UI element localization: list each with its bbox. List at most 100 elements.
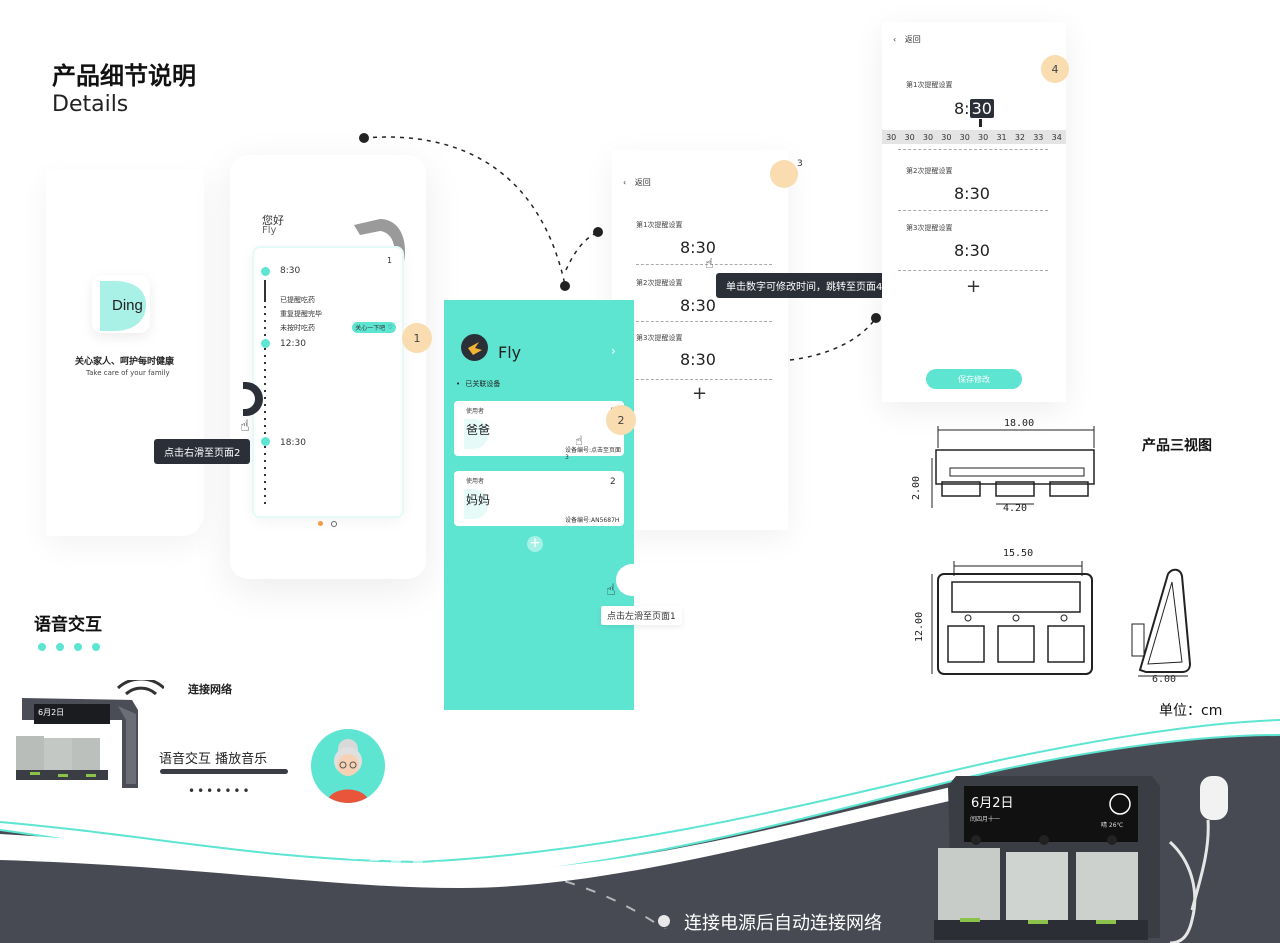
- logo-text: Ding: [112, 297, 143, 314]
- screen2-section-text: 已关联设备: [465, 380, 501, 388]
- dim-top-width: 18.00: [1004, 418, 1035, 429]
- bullet-icon: •: [456, 380, 461, 388]
- screen1-card-index: 1: [387, 256, 393, 265]
- time-1: 8:30: [280, 266, 301, 276]
- speech-label: 语音交互 播放音乐: [159, 752, 268, 767]
- swipe-handle-inner: [243, 389, 255, 409]
- step-badge-3-circle: [770, 160, 798, 188]
- dot: [74, 643, 82, 651]
- hand-pointer-icon: ☝: [606, 580, 616, 599]
- save-button[interactable]: 保存修改: [926, 369, 1022, 389]
- voice-title: 语音交互: [34, 615, 102, 635]
- swipe-left-handle[interactable]: [616, 564, 634, 596]
- screen4-slot2-time[interactable]: 8:30: [954, 184, 990, 203]
- divider: [898, 149, 1048, 150]
- screen4-slot3-time[interactable]: 8:30: [954, 241, 990, 260]
- card-d-watermark-icon: [464, 489, 488, 519]
- heart-icon: ♡: [387, 324, 393, 331]
- device-user-label: 使用者: [466, 408, 485, 415]
- screen1-reminder-card: [254, 248, 402, 516]
- caption-bullet: [658, 915, 670, 927]
- divider: [636, 264, 772, 265]
- dot: [38, 643, 46, 651]
- picker-option[interactable]: 34: [1051, 132, 1062, 142]
- screen3-back-button[interactable]: ‹ 返回: [623, 177, 651, 188]
- tooltip-edit-time: 单击数字可修改时间，跳转至页面4: [716, 273, 893, 298]
- screen4-slot1-hour[interactable]: 8:: [954, 99, 970, 118]
- screen3-slot1-time[interactable]: 8:30: [680, 238, 716, 257]
- large-device-lunar: 闰四月十一: [970, 816, 1001, 823]
- device-card[interactable]: 使用者 爸爸 1 设备编号:点击至页面3: [454, 401, 624, 461]
- reminder-status-1: 已提醒吃药: [280, 296, 315, 304]
- picker-indicator: [979, 119, 982, 127]
- page-dot[interactable]: [331, 521, 337, 527]
- screen3-slot2-time[interactable]: 8:30: [680, 296, 716, 315]
- timeline-dot-3: [261, 437, 270, 446]
- save-button-label: 保存修改: [958, 374, 990, 384]
- drawings-title: 产品三视图: [1142, 438, 1212, 454]
- care-button[interactable]: 关心一下吧 ♡: [352, 322, 396, 333]
- screen4-slot1-time[interactable]: 8:30: [954, 99, 994, 118]
- page-title: 产品细节说明: [52, 62, 196, 90]
- hand-pointer-icon: ☝: [575, 434, 583, 449]
- screen4-slot2-label: 第2次提醒设置: [906, 167, 953, 175]
- screen3-slot2-label: 第2次提醒设置: [636, 279, 683, 287]
- page-dot-active[interactable]: [318, 521, 323, 526]
- device-card[interactable]: 使用者 妈妈 2 设备编号:AN5687H: [454, 471, 624, 526]
- app-logo: Ding: [92, 275, 150, 333]
- dot: [56, 643, 64, 651]
- large-device-illustration: [934, 776, 1228, 943]
- divider: [898, 210, 1048, 211]
- picker-option[interactable]: 32: [1014, 132, 1026, 142]
- minute-picker[interactable]: 30 30 30 30 30 30 31 32 33 34: [882, 130, 1066, 144]
- device-name: 爸爸: [466, 423, 491, 437]
- picker-option[interactable]: 30: [904, 132, 915, 142]
- time-2: 12:30: [280, 339, 306, 349]
- screen3-slot3-time[interactable]: 8:30: [680, 350, 716, 369]
- screen3-add-button[interactable]: +: [692, 383, 708, 404]
- picker-option[interactable]: 30: [978, 132, 989, 142]
- picker-option[interactable]: 30: [959, 132, 970, 142]
- device-number: 设备编号:点击至页面3: [565, 447, 622, 461]
- step-badge-4: 4: [1041, 55, 1069, 83]
- picker-option[interactable]: 33: [1033, 132, 1044, 142]
- picker-option[interactable]: 30: [941, 132, 952, 142]
- unit-label: 单位：cm: [1159, 703, 1223, 719]
- dim-front-width: 15.50: [1003, 548, 1034, 559]
- care-button-label: 关心一下吧: [355, 325, 386, 332]
- screen4-slot1-label: 第1次提醒设置: [906, 81, 953, 89]
- screen3-back-label: 返回: [634, 178, 651, 187]
- back-chevron-icon: ‹: [893, 35, 897, 44]
- picker-option[interactable]: 30: [922, 132, 934, 142]
- picker-option[interactable]: 30: [886, 132, 897, 142]
- card-d-watermark-icon: [464, 419, 488, 449]
- hand-pointer-icon: ☝: [240, 416, 250, 435]
- small-device-date: 6月2日: [38, 708, 65, 717]
- screen4-back-button[interactable]: ‹ 返回: [893, 34, 921, 45]
- dim-side-depth: 6.00: [1152, 674, 1177, 685]
- network-label: 连接网络: [188, 683, 232, 696]
- device-index: 2: [610, 477, 616, 487]
- app-slogan-en: Take care of your family: [86, 369, 170, 377]
- step-badge-3: 3: [797, 159, 803, 169]
- logo-d-icon: [100, 281, 146, 331]
- screen4-slot1-minute-selected[interactable]: 30: [969, 99, 994, 118]
- divider: [898, 270, 1048, 271]
- app-slogan: 关心家人、呵护每时健康: [75, 357, 175, 367]
- divider: [636, 321, 772, 322]
- reminder-status-3: 未按时吃药: [280, 324, 315, 332]
- grandma-icon: [327, 739, 369, 803]
- add-device-button[interactable]: +: [527, 536, 543, 552]
- device-user-label: 使用者: [466, 478, 485, 485]
- step-badge-2: 2: [606, 405, 636, 435]
- timeline-dot-2: [261, 339, 270, 348]
- screen4-slot3-label: 第3次提醒设置: [906, 224, 953, 232]
- voice-dots: [38, 643, 100, 651]
- screen4-add-button[interactable]: +: [966, 276, 982, 297]
- device-number: 设备编号:AN5687H: [565, 517, 620, 524]
- picker-option[interactable]: 31: [996, 132, 1007, 142]
- screen3-slot3-label: 第3次提醒设置: [636, 334, 683, 342]
- screen4-phone: [882, 22, 1066, 402]
- chevron-right-icon[interactable]: ›: [611, 344, 616, 358]
